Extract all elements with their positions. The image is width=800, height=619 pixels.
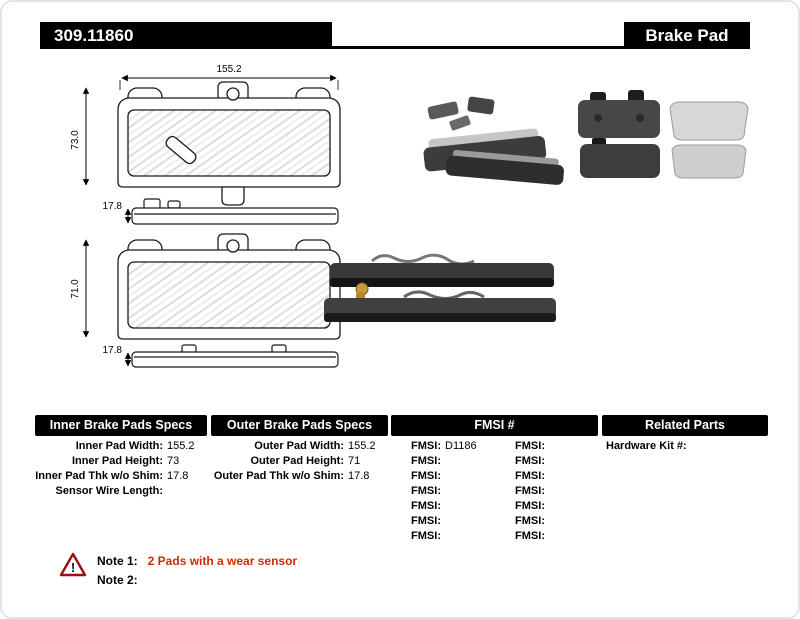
note-1-label: Note 1: [97,554,138,568]
fmsi-value [441,499,497,514]
front-view-top-pad [117,81,341,206]
dim-bottom-thickness-label: 17.8 [103,345,123,356]
spec-value [163,484,207,499]
header-divider [332,46,624,49]
fmsi-value: D1186 [445,440,477,452]
inner-spec-row: Sensor Wire Length: [35,484,207,499]
warning-glyph: ! [71,560,75,575]
dim-top-height-label: 73.0 [70,130,81,150]
note-2: Note 2: [97,573,148,587]
spec-label: Outer Pad Thk w/o Shim: [213,470,344,482]
fmsi-row: FMSI: FMSI: [391,529,598,544]
fmsi-label: FMSI: [411,515,441,527]
fmsi-row: FMSI: FMSI: [391,499,598,514]
fmsi-label: FMSI: [411,440,441,452]
fmsi-label: FMSI: [515,470,545,482]
inner-spec-row: Inner Pad Height: 73 [35,454,207,469]
fmsi-value [441,529,497,544]
fmsi-label: FMSI: [411,530,441,542]
photo-pads-with-hardware [423,96,564,185]
inner-spec-row: Inner Pad Thk w/o Shim: 17.8 [35,469,207,484]
fmsi-label: FMSI: [515,485,545,497]
note-2-label: Note 2: [97,573,138,587]
inner-specs-header: Inner Brake Pads Specs [35,415,207,436]
related-part-label: Hardware Kit #: [606,440,687,452]
fmsi-value [545,454,598,469]
spec-label: Inner Pad Thk w/o Shim: [35,470,163,482]
fmsi-label: FMSI: [515,515,545,527]
spec-label: Outer Pad Width: [254,440,344,452]
spec-value: 17.8 [348,470,370,482]
fmsi-value [545,484,598,499]
dim-top-width-label: 155.2 [216,64,241,75]
dim-top-width: 155.2 [119,64,339,90]
inner-specs-column: Inner Brake Pads Specs Inner Pad Width: … [35,415,207,499]
fmsi-label: FMSI: [515,455,545,467]
spec-label: Inner Pad Height: [71,455,163,467]
fmsi-label: FMSI: [411,455,441,467]
spec-value: 17.8 [167,470,189,482]
outer-spec-row: Outer Pad Thk w/o Shim: 17.8 [211,469,388,484]
fmsi-value [545,514,598,529]
fmsi-value [545,439,598,454]
photo-pads-edge-view [324,253,556,322]
spec-label: Outer Pad Height: [250,455,344,467]
spec-value: 71 [348,455,361,467]
front-view-bottom-pad [117,233,341,340]
spec-value: 73 [167,455,180,467]
inner-spec-row: Inner Pad Width: 155.2 [35,439,207,454]
note-1-text: 2 Pads with a wear sensor [147,554,298,568]
fmsi-label: FMSI: [515,500,545,512]
fmsi-row: FMSI: FMSI: [391,469,598,484]
dim-top-height: 73.0 [70,87,90,186]
fmsi-header: FMSI # [391,415,598,436]
fmsi-label: FMSI: [411,500,441,512]
product-type-title: Brake Pad [624,22,750,49]
spec-label: Sensor Wire Length: [55,485,163,497]
fmsi-value [441,484,497,499]
warning-icon: ! [59,552,87,577]
outer-spec-row: Outer Pad Height: 71 [211,454,388,469]
fmsi-value [545,499,598,514]
edge-view-top-pad [131,198,339,225]
fmsi-label: FMSI: [411,485,441,497]
outer-spec-row: Outer Pad Width: 155.2 [211,439,388,454]
fmsi-value [545,529,598,544]
fmsi-row: FMSI: FMSI: [391,454,598,469]
note-1: Note 1: 2 Pads with a wear sensor [97,554,297,568]
fmsi-label: FMSI: [515,530,545,542]
dim-top-thickness: 17.8 [103,201,132,224]
dim-bottom-thickness: 17.8 [103,345,132,367]
technical-diagram: 155.2 73.0 17.8 [70,64,749,368]
related-part-value [687,439,691,454]
edge-view-bottom-pad [131,344,339,368]
dim-bottom-height: 71.0 [70,239,90,338]
part-number: 309.11860 [40,22,332,49]
photo-pad-set [578,90,749,179]
related-parts-row: Hardware Kit #: [602,439,768,454]
fmsi-label: FMSI: [411,470,441,482]
related-parts-header: Related Parts [602,415,768,436]
related-parts-column: Related Parts Hardware Kit #: [602,415,768,454]
fmsi-row: FMSI: FMSI: [391,484,598,499]
fmsi-label: FMSI: [515,440,545,452]
dim-bottom-height-label: 71.0 [70,279,81,299]
spec-value: 155.2 [167,440,195,452]
fmsi-row: FMSI: D1186 FMSI: [391,439,598,454]
fmsi-row: FMSI: FMSI: [391,514,598,529]
outer-specs-column: Outer Brake Pads Specs Outer Pad Width: … [211,415,388,484]
spec-label: Inner Pad Width: [75,440,163,452]
fmsi-column: FMSI # FMSI: D1186 FMSI: FMSI: FMSI: FMS… [391,415,598,544]
outer-specs-header: Outer Brake Pads Specs [211,415,388,436]
fmsi-value [441,454,497,469]
dim-top-thickness-label: 17.8 [103,201,123,212]
fmsi-value [545,469,598,484]
fmsi-value [441,514,497,529]
spec-value: 155.2 [348,440,376,452]
fmsi-value [441,469,497,484]
